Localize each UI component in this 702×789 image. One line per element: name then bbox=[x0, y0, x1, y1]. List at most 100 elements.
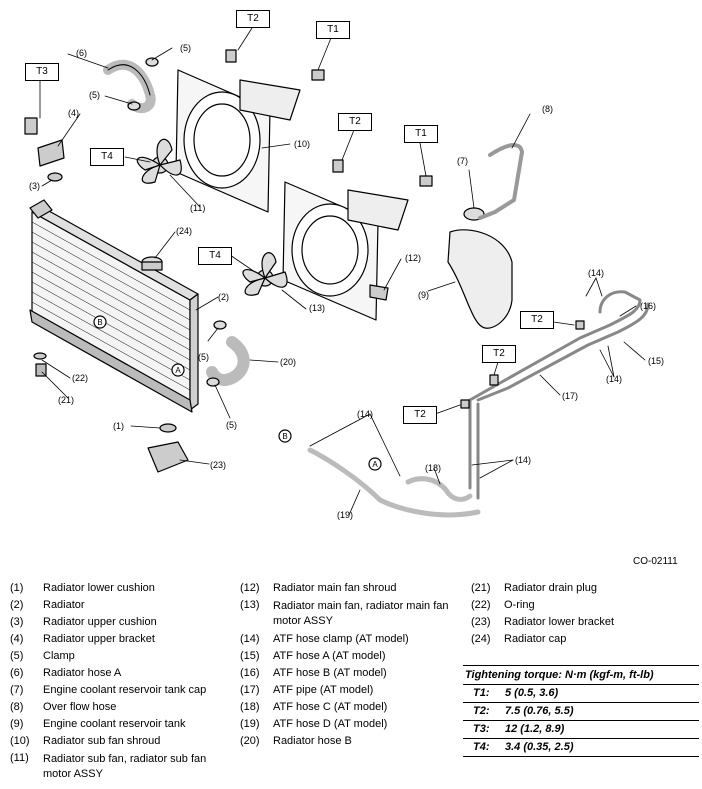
legend-text: ATF hose D (AT model) bbox=[273, 718, 388, 730]
legend-text: Radiator main fan shroud bbox=[273, 582, 397, 594]
part-callout: (16) bbox=[640, 301, 657, 311]
torque-box-label: T2 bbox=[403, 406, 437, 424]
legend-num: (5) bbox=[10, 650, 24, 662]
legend-text: Over flow hose bbox=[43, 701, 117, 713]
legend-item: (4)Radiator upper bracket bbox=[10, 633, 235, 650]
legend-text: Radiator lower cushion bbox=[43, 582, 155, 594]
legend-item: (2) Radiator bbox=[10, 599, 235, 616]
legend-item: (5) Clamp bbox=[10, 650, 235, 667]
legend-text: Engine coolant reservoir tank bbox=[43, 718, 186, 730]
leader-lines bbox=[39, 27, 646, 516]
legend-item: (18)ATF hose C (AT model) bbox=[240, 701, 465, 718]
torque-key: T4: bbox=[473, 741, 490, 753]
figure-code: CO-02111 bbox=[633, 556, 678, 567]
torque-box-label: T3 bbox=[25, 63, 59, 81]
legend-item: (17)ATF pipe (AT model) bbox=[240, 684, 465, 701]
torque-key: T3: bbox=[473, 723, 490, 735]
legend-num: (12) bbox=[240, 582, 260, 594]
legend-num: (9) bbox=[10, 718, 24, 730]
legend-column-3: (21)Radiator drain plug (22)O-ring (23)R… bbox=[471, 582, 696, 650]
torque-box-label: T2 bbox=[338, 113, 372, 131]
atf-lines-drawing bbox=[307, 290, 650, 518]
legend-item: (10)Radiator sub fan shroud bbox=[10, 735, 235, 752]
torque-table-title: Tightening torque: N·m (kgf-m, ft-lb) bbox=[463, 665, 699, 685]
legend-text: Clamp bbox=[43, 650, 75, 662]
legend-item: (12) Radiator main fan shroud bbox=[240, 582, 465, 599]
part-callout: (24) bbox=[176, 226, 193, 236]
part-callout: (7) bbox=[457, 156, 468, 166]
legend-num: (22) bbox=[471, 599, 491, 611]
diagram-drawing: B A B A bbox=[24, 27, 650, 518]
torque-value: 5 (0.5, 3.6) bbox=[505, 687, 559, 699]
torque-box-label: T1 bbox=[404, 125, 438, 143]
legend-text: Radiator upper bracket bbox=[43, 633, 155, 645]
legend-num: (16) bbox=[240, 667, 260, 679]
torque-row: T4:3.4 (0.35, 2.5) bbox=[463, 739, 699, 757]
legend-item: (14)ATF hose clamp (AT model) bbox=[240, 633, 465, 650]
port-marker-letters: B A B A bbox=[97, 318, 378, 469]
legend-item: (19)ATF hose D (AT model) bbox=[240, 718, 465, 735]
part-callout: (22) bbox=[72, 373, 89, 383]
part-callout: (14) bbox=[357, 409, 374, 419]
torque-row: T1:5 (0.5, 3.6) bbox=[463, 685, 699, 703]
part-callout: (14) bbox=[588, 268, 605, 278]
legend-item: (15)ATF hose A (AT model) bbox=[240, 650, 465, 667]
legend-num: (3) bbox=[10, 616, 24, 628]
part-callout: (18) bbox=[425, 463, 442, 473]
torque-box-label: T4 bbox=[90, 148, 124, 166]
main-fan-drawing bbox=[242, 252, 288, 296]
part-callout: (8) bbox=[542, 104, 553, 114]
port-label: A bbox=[372, 460, 378, 469]
legend-text: Radiator bbox=[43, 599, 85, 611]
legend-num: (14) bbox=[240, 633, 260, 645]
part-callout: (3) bbox=[29, 181, 40, 191]
torque-value: 12 (1.2, 8.9) bbox=[505, 723, 565, 735]
legend-text: ATF hose B (AT model) bbox=[273, 667, 387, 679]
port-label: B bbox=[97, 318, 102, 327]
sub-fan-shroud-drawing bbox=[175, 69, 301, 213]
torque-box-label: T2 bbox=[520, 311, 554, 329]
reservoir-tank-drawing bbox=[447, 143, 524, 329]
legend-num: (1) bbox=[10, 582, 24, 594]
legend-num: (15) bbox=[240, 650, 260, 662]
torque-key: T2: bbox=[473, 705, 490, 717]
radiator-hose-a-drawing bbox=[103, 59, 156, 114]
legend-num: (21) bbox=[471, 582, 491, 594]
legend-item: (11)Radiator sub fan, radiator sub fan m… bbox=[10, 752, 235, 786]
part-callout: (6) bbox=[76, 48, 87, 58]
legend-num: (8) bbox=[10, 701, 24, 713]
legend-num: (2) bbox=[10, 599, 24, 611]
legend-text: Radiator drain plug bbox=[504, 582, 597, 594]
legend-item: (23) Radiator lower bracket bbox=[471, 616, 696, 633]
legend-item: (13)Radiator main fan, radiator main fan… bbox=[240, 599, 465, 633]
port-label: A bbox=[175, 366, 181, 375]
part-callout: (1) bbox=[113, 421, 124, 431]
torque-box-label: T4 bbox=[198, 247, 232, 265]
part-callout: (2) bbox=[218, 292, 229, 302]
part-callout: (4) bbox=[68, 108, 79, 118]
part-callout: (23) bbox=[210, 460, 227, 470]
torque-row: T2:7.5 (0.76, 5.5) bbox=[463, 703, 699, 721]
legend-num: (20) bbox=[240, 735, 260, 747]
legend-item: (24)Radiator cap bbox=[471, 633, 696, 650]
legend-num: (23) bbox=[471, 616, 491, 628]
legend-item: (3)Radiator upper cushion bbox=[10, 616, 235, 633]
legend-item: (20) Radiator hose B bbox=[240, 735, 465, 752]
torque-box-label: T2 bbox=[236, 10, 270, 28]
legend-text: Radiator hose B bbox=[273, 735, 352, 747]
legend-text: Engine coolant reservoir tank cap bbox=[43, 684, 207, 696]
part-callout: (17) bbox=[562, 391, 579, 401]
part-callout: (9) bbox=[418, 290, 429, 300]
radiator-hose-b-drawing bbox=[206, 336, 250, 387]
radiator-drawing bbox=[29, 199, 199, 413]
legend-num: (18) bbox=[240, 701, 260, 713]
legend-text: Radiator lower bracket bbox=[504, 616, 615, 628]
legend-num: (13) bbox=[240, 599, 260, 611]
legend-num: (17) bbox=[240, 684, 260, 696]
part-callout: (12) bbox=[405, 253, 422, 263]
radiator-cap-drawing bbox=[141, 256, 163, 271]
torque-box-label: T2 bbox=[482, 345, 516, 363]
legend-text: Radiator hose A bbox=[43, 667, 122, 679]
bolt-drawing bbox=[225, 49, 585, 409]
legend-item: (7)Engine coolant reservoir tank cap bbox=[10, 684, 235, 701]
